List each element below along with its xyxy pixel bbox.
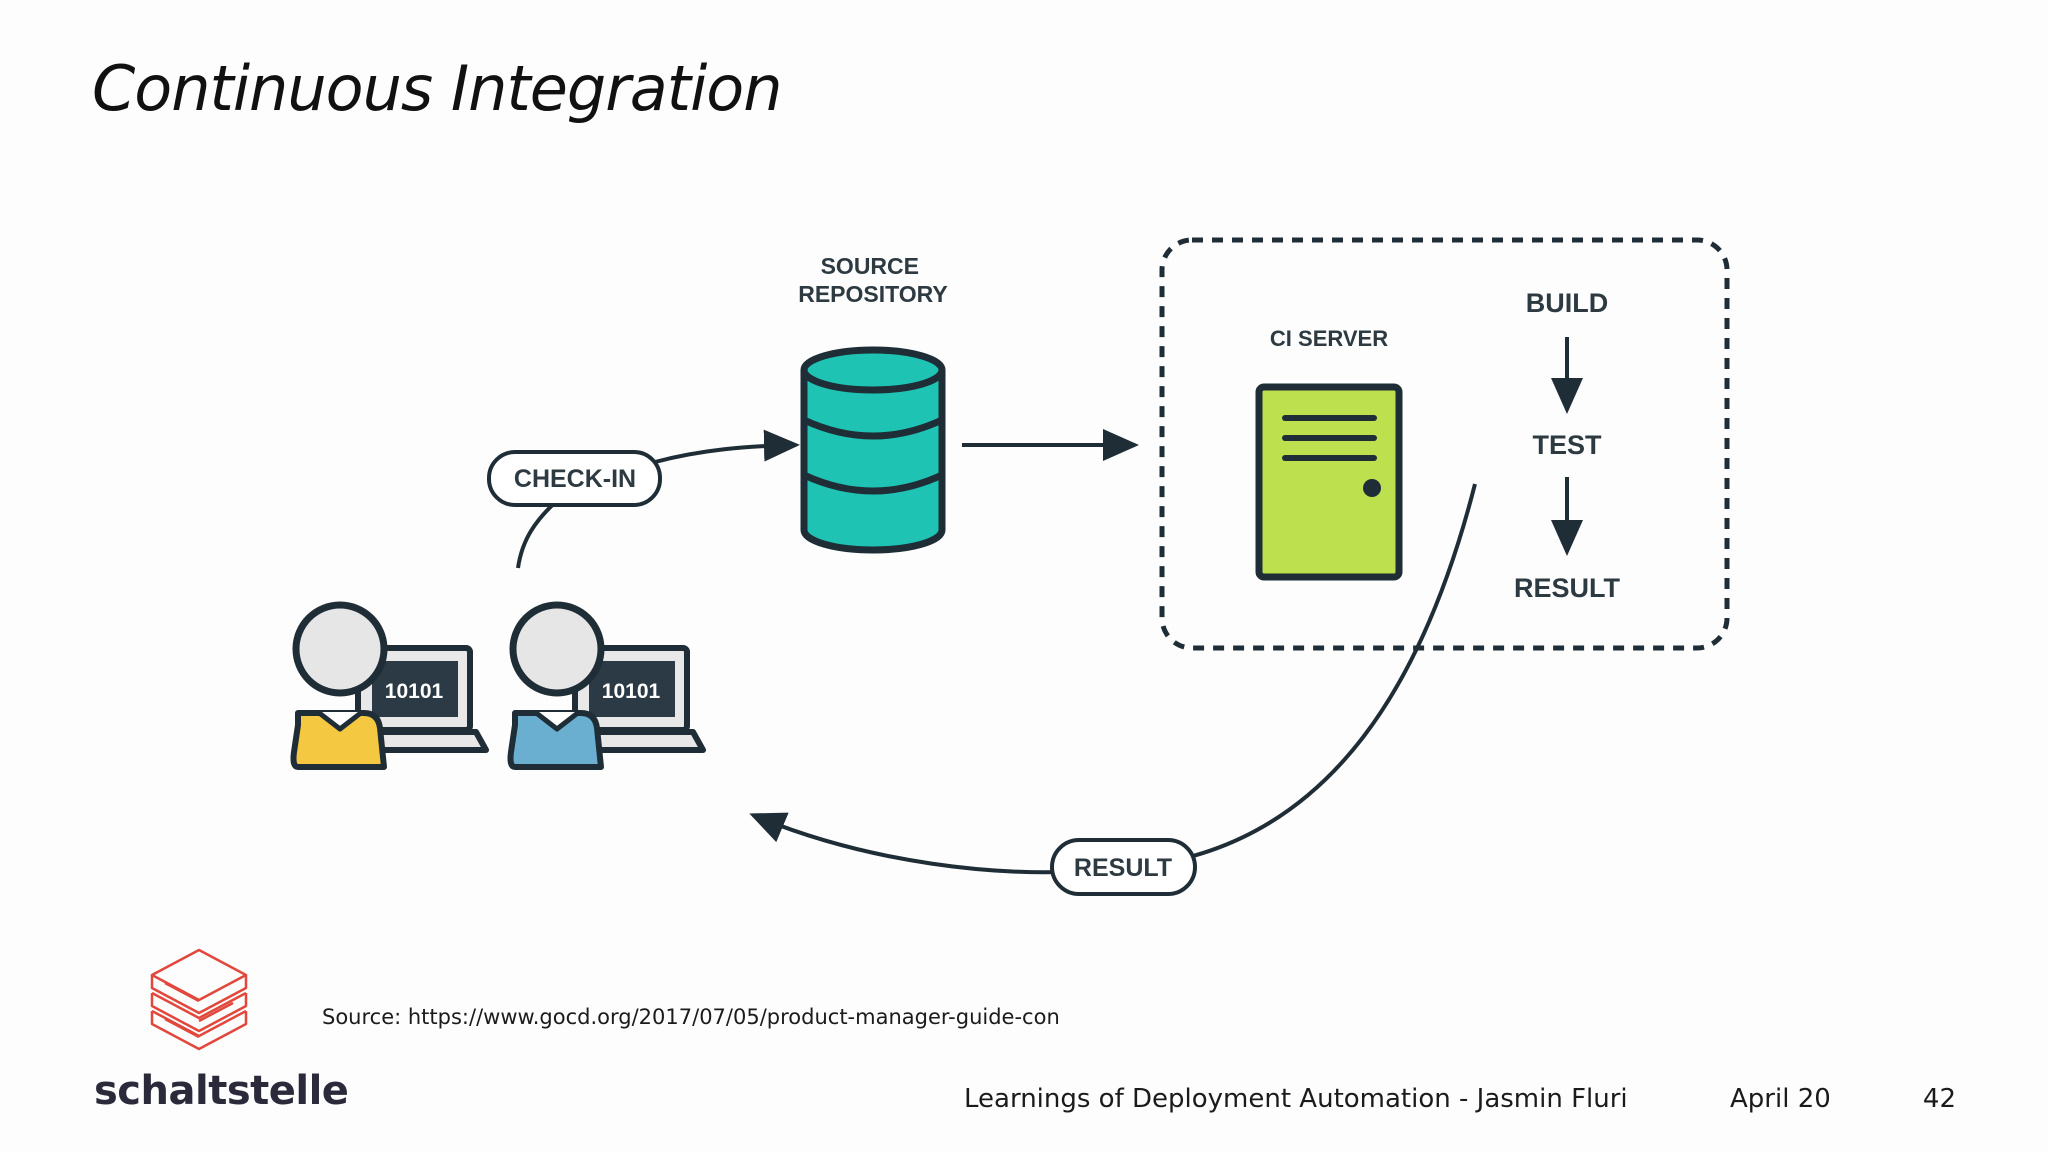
laptop-icon: 10101 (554, 645, 706, 753)
feedback-result-pill: RESULT (1050, 838, 1197, 896)
brand-name: schaltstelle (94, 1068, 349, 1114)
person-icon (290, 601, 388, 770)
source-repository-line-2: REPOSITORY (798, 281, 948, 307)
person-icon (507, 601, 605, 770)
check-in-arrow (654, 429, 800, 464)
developer-2: 10101 (507, 601, 706, 770)
footer-date: April 20 (1730, 1084, 1831, 1114)
ci-server-box (1159, 237, 1730, 651)
ci-server-icon (1255, 383, 1403, 581)
laptop-screen-text: 10101 (385, 680, 444, 703)
developer-1: 10101 (290, 601, 489, 770)
pipeline-step-result: RESULT (1514, 573, 1621, 603)
source-repository-label: SOURCE REPOSITORY (798, 253, 948, 307)
check-in-label: CHECK-IN (514, 465, 636, 493)
source-note: Source: https://www.gocd.org/2017/07/05/… (322, 1005, 1060, 1029)
slide-title: Continuous Integration (92, 52, 783, 125)
laptop-icon: 10101 (337, 645, 489, 753)
feedback-result-label: RESULT (1074, 854, 1172, 882)
pipeline-step-build: BUILD (1526, 288, 1609, 318)
footer-talk-title: Learnings of Deployment Automation - Jas… (964, 1084, 1628, 1114)
laptop-screen-text: 10101 (602, 680, 661, 703)
source-repository-line-1: SOURCE (821, 253, 919, 279)
check-in-pill: CHECK-IN (487, 450, 662, 507)
pipeline-step-test: TEST (1532, 430, 1602, 460)
check-in-stem (516, 496, 562, 569)
schaltstelle-logo-icon (150, 948, 248, 1051)
footer-page-number: 42 (1922, 1084, 1956, 1114)
ci-server-label: CI SERVER (1270, 326, 1388, 351)
database-icon (800, 346, 946, 554)
